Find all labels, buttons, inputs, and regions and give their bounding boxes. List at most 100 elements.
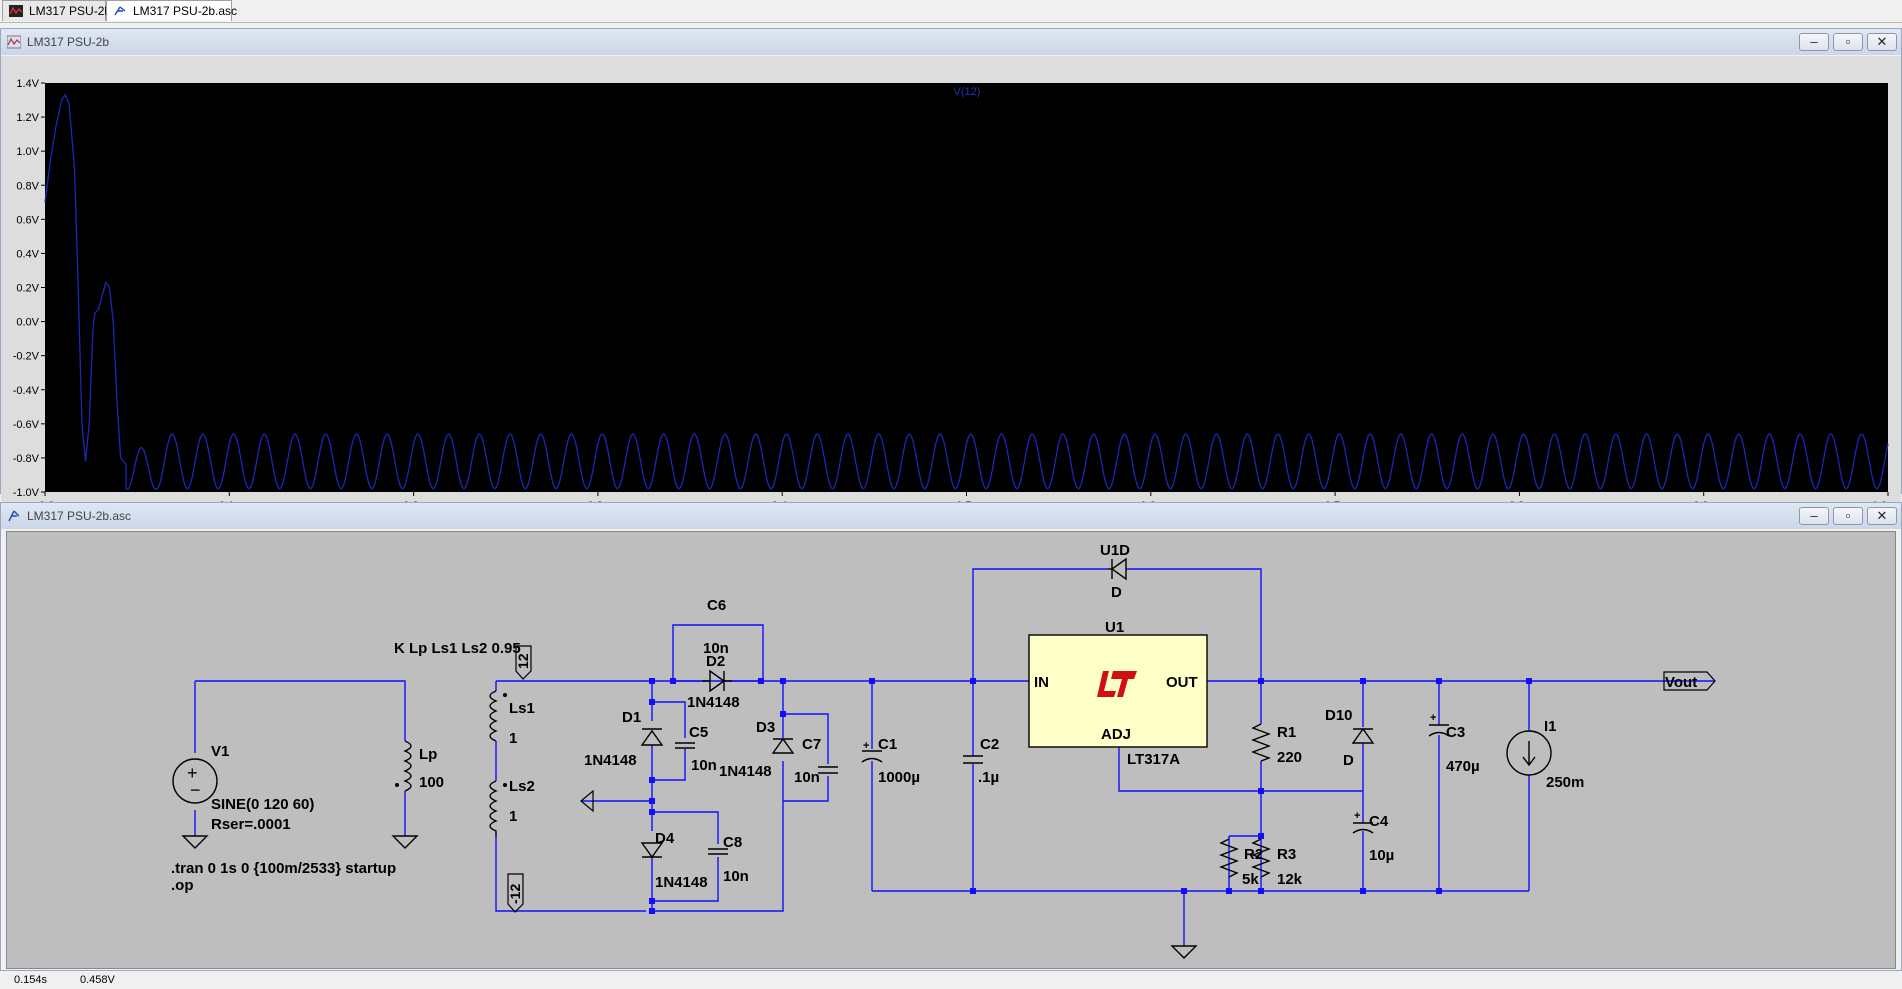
- waveform-titlebar: LM317 PSU-2b –▫✕: [1, 29, 1901, 55]
- net-label-vout: Vout: [1663, 671, 1716, 691]
- chart-title: V(12): [954, 86, 981, 98]
- diode-d4[interactable]: D4 1N4148: [640, 830, 708, 891]
- voltage-source-v1[interactable]: +− V1 SINE(0 120 60) Rser=.0001: [172, 743, 314, 849]
- net-label-12: 12: [515, 645, 532, 680]
- svg-text:+: +: [187, 763, 198, 783]
- y-tick-label: -0.6V: [13, 419, 40, 431]
- tab-schematic-label: LM317 PSU-2b.asc: [133, 4, 238, 18]
- y-tick-label: -0.4V: [13, 385, 40, 397]
- regulator-u1[interactable]: U1 IN OUT ADJ LT317A: [1028, 619, 1208, 768]
- capacitor-c7[interactable]: C7 10n: [794, 736, 838, 786]
- u1-name: U1: [1105, 619, 1124, 636]
- op-directive: .op: [171, 877, 194, 894]
- u1-pin-adj: ADJ: [1101, 726, 1131, 743]
- c2-name: C2: [980, 736, 999, 753]
- diode-d1[interactable]: D1 1N4148: [584, 709, 664, 769]
- d4-value: 1N4148: [655, 874, 708, 891]
- y-tick-label: 0.8V: [16, 180, 39, 192]
- capacitor-c4[interactable]: + C4 10µ: [1352, 810, 1394, 864]
- y-tick-label: -0.2V: [13, 351, 40, 363]
- y-tick-label: 1.4V: [16, 78, 39, 90]
- series-v12-trace: [44, 93, 1889, 491]
- schematic-drawing[interactable]: +− V1 SINE(0 120 60) Rser=.0001 Lp 100 L…: [7, 532, 1895, 968]
- d2-value: 1N4148: [687, 694, 740, 711]
- resistor-r3[interactable]: R3 12k: [1251, 838, 1303, 888]
- y-axis: 1.4V1.2V1.0V0.8V0.6V0.4V0.2V0.0V-0.2V-0.…: [13, 78, 45, 499]
- resistor-r1[interactable]: R1 220: [1251, 723, 1302, 766]
- y-tick-label: -0.8V: [13, 453, 40, 465]
- u1-part: LT317A: [1127, 751, 1180, 768]
- waveform-icon: [7, 35, 21, 49]
- resistor-r2[interactable]: R2 5k: [1219, 838, 1263, 888]
- restore-button[interactable]: ▫: [1833, 507, 1863, 525]
- ground-arrow-icon: [580, 789, 594, 813]
- inductor-ls2[interactable]: Ls2 1: [489, 778, 535, 837]
- y-tick-label: 0.2V: [16, 283, 39, 295]
- vout-text: Vout: [1665, 674, 1697, 691]
- waveform-chart[interactable]: 1.4V1.2V1.0V0.8V0.6V0.4V0.2V0.0V-0.2V-0.…: [1, 56, 1901, 518]
- minimize-button[interactable]: –: [1799, 507, 1829, 525]
- capacitor-c1[interactable]: + C1 1000µ: [861, 736, 920, 786]
- lp-name: Lp: [419, 746, 437, 763]
- d4-name: D4: [655, 830, 675, 847]
- status-y: 0.458V: [80, 974, 115, 986]
- diode-d3[interactable]: D3 1N4148: [719, 719, 795, 780]
- r3-name: R3: [1277, 846, 1296, 863]
- c6-name: C6: [707, 597, 726, 614]
- capacitor-c6[interactable]: C6 10n: [703, 597, 729, 657]
- ground-icon: [391, 835, 419, 849]
- tab-waveform-label: LM317 PSU-2b: [29, 4, 112, 18]
- net12-text: 12: [515, 653, 531, 669]
- inductor-lp[interactable]: Lp 100: [391, 740, 444, 849]
- close-button[interactable]: ✕: [1867, 507, 1897, 525]
- svg-text:+: +: [1430, 712, 1436, 724]
- capacitor-c5[interactable]: C5 10n: [675, 724, 717, 774]
- capacitor-c3[interactable]: + C3 470µ: [1428, 712, 1480, 775]
- inductor-ls1[interactable]: Ls1 1: [489, 690, 535, 747]
- c3-name: C3: [1446, 724, 1465, 741]
- r1-name: R1: [1277, 724, 1296, 741]
- ls1-value: 1: [509, 730, 517, 747]
- schematic-canvas[interactable]: +− V1 SINE(0 120 60) Rser=.0001 Lp 100 L…: [6, 531, 1896, 969]
- y-tick-label: -1.0V: [13, 487, 40, 499]
- schematic-icon: [114, 6, 126, 16]
- lp-value: 100: [419, 774, 444, 791]
- v1-value: SINE(0 120 60): [211, 796, 314, 813]
- c4-value: 10µ: [1369, 847, 1394, 864]
- v1-name: V1: [211, 743, 229, 760]
- status-bar: 0.154s 0.458V: [0, 972, 1902, 989]
- u1d-name: U1D: [1100, 542, 1130, 559]
- net-label-minus12: -12: [507, 873, 524, 913]
- r2-value: 5k: [1242, 871, 1259, 888]
- y-tick-label: 0.6V: [16, 214, 39, 226]
- ground-icon: [181, 835, 209, 849]
- y-tick-label: 0.0V: [16, 317, 39, 329]
- d2-name: D2: [706, 653, 725, 670]
- tab-waveform[interactable]: LM317 PSU-2b: [2, 0, 111, 21]
- schematic-window-title: LM317 PSU-2b.asc: [27, 509, 132, 523]
- close-button[interactable]: ✕: [1867, 33, 1897, 51]
- y-tick-label: 1.2V: [16, 112, 39, 124]
- y-tick-label: 1.0V: [16, 146, 39, 158]
- c5-value: 10n: [691, 757, 717, 774]
- d1-name: D1: [622, 709, 641, 726]
- tab-schematic[interactable]: LM317 PSU-2b.asc: [106, 0, 237, 21]
- schematic-icon: [8, 510, 20, 522]
- c2-value: .1µ: [978, 769, 999, 786]
- minimize-button[interactable]: –: [1799, 33, 1829, 51]
- c8-value: 10n: [723, 868, 749, 885]
- c8-name: C8: [723, 834, 742, 851]
- capacitor-c8[interactable]: C8 10n: [708, 834, 749, 885]
- junctions: [649, 678, 1532, 914]
- capacitor-c2[interactable]: C2 .1µ: [963, 736, 999, 786]
- diode-d2[interactable]: D2 1N4148: [687, 653, 740, 711]
- diode-u1d[interactable]: U1D D: [1100, 542, 1130, 601]
- current-source-i1[interactable]: I1 250m: [1506, 718, 1584, 791]
- waveform-window-title: LM317 PSU-2b: [27, 35, 110, 49]
- diode-d10[interactable]: D10 D: [1325, 707, 1375, 769]
- ls1-name: Ls1: [509, 700, 535, 717]
- restore-button[interactable]: ▫: [1833, 33, 1863, 51]
- svg-text:+: +: [1354, 810, 1360, 822]
- d10-name: D10: [1325, 707, 1353, 724]
